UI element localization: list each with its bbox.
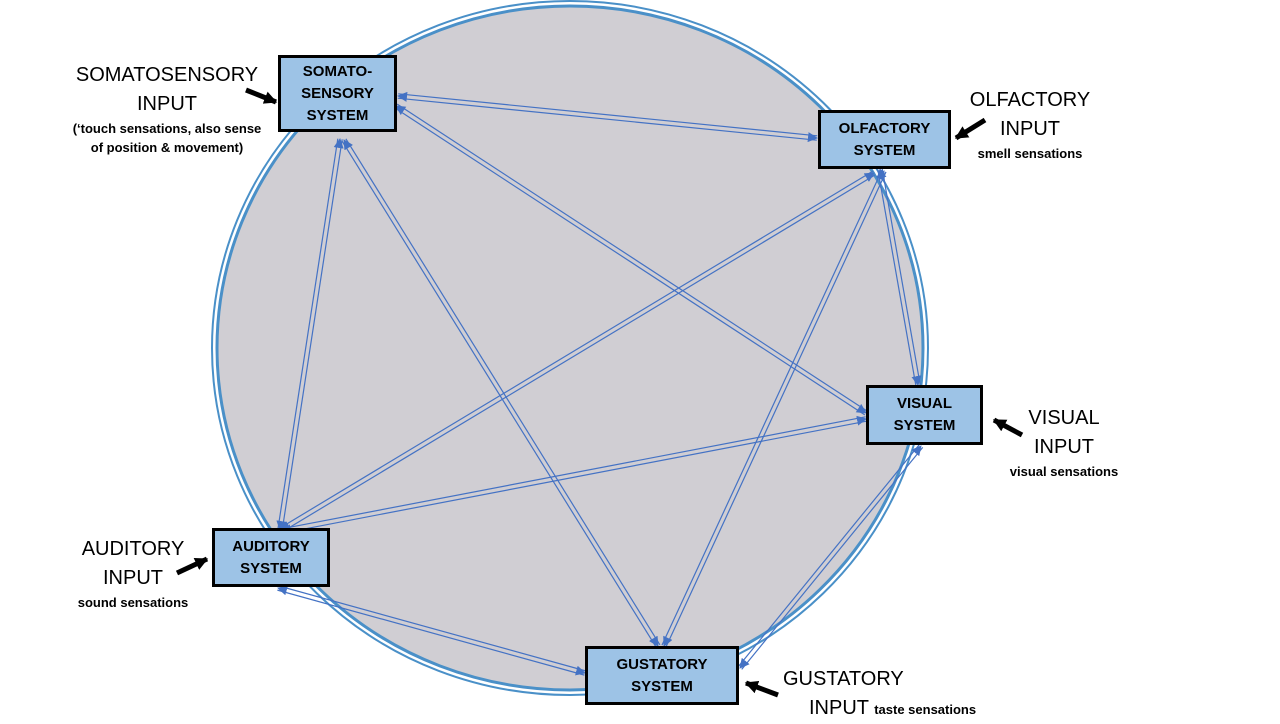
- auditory-system-box[interactable]: AUDITORY SYSTEM: [212, 528, 330, 587]
- somatosensory-input-sub-1: (‘touch sensations, also sense: [72, 121, 262, 136]
- somatosensory-line-2: SENSORY: [301, 84, 374, 102]
- gustatory-input-title-2: INPUT: [809, 697, 869, 719]
- visual-input-label: VISUAL INPUT visual sensations: [1000, 404, 1128, 481]
- visual-input-title-1: VISUAL: [1028, 407, 1100, 429]
- olfactory-input-sub: smell sensations: [977, 146, 1083, 161]
- olfactory-input-label: OLFACTORY INPUT smell sensations: [962, 86, 1098, 163]
- olfactory-line-1: OLFACTORY: [838, 119, 931, 137]
- auditory-input-title-1: AUDITORY: [81, 538, 185, 560]
- gustatory-line-1: GUSTATORY: [616, 655, 708, 673]
- visual-line-2: SYSTEM: [893, 417, 956, 434]
- visual-input-sub: visual sensations: [1009, 464, 1119, 479]
- gustatory-input-sub: taste sensations: [874, 702, 977, 717]
- gustatory-system-box[interactable]: GUSTATORY SYSTEM: [585, 646, 739, 705]
- visual-line-1: VISUAL: [896, 395, 952, 412]
- connection-auditory-gustatory: [277, 585, 586, 676]
- olfactory-line-2: SYSTEM: [853, 141, 916, 159]
- auditory-input-title-2: INPUT: [103, 567, 163, 589]
- olfactory-input-title-2: INPUT: [1000, 118, 1060, 140]
- somatosensory-line-3: SYSTEM: [306, 106, 369, 124]
- auditory-line-1: AUDITORY: [232, 537, 310, 555]
- somatosensory-line-1: SOMATO-: [302, 62, 373, 80]
- gustatory-input-label: GUSTATORY INPUT taste sensations: [783, 665, 993, 724]
- gustatory-line-2: SYSTEM: [631, 677, 693, 695]
- gustatory-input-title-1: GUSTATORY: [783, 668, 904, 690]
- sensory-circle-outer-ring: [211, 0, 929, 696]
- connections-layer: [276, 91, 924, 676]
- visual-system-box[interactable]: VISUAL SYSTEM: [866, 385, 983, 445]
- auditory-input-arrow: [175, 556, 209, 576]
- connection-visual-auditory: [281, 415, 867, 535]
- connection-olfactory-gustatory: [661, 169, 887, 648]
- somatosensory-input-label: SOMATOSENSORY INPUT (‘touch sensations, …: [52, 61, 282, 157]
- olfactory-system-box[interactable]: OLFACTORY SYSTEM: [818, 110, 951, 169]
- olfactory-input-title-1: OLFACTORY: [969, 89, 1091, 111]
- visual-input-title-2: INPUT: [1034, 436, 1094, 458]
- gustatory-input-arrow: [744, 680, 779, 698]
- auditory-line-2: SYSTEM: [240, 559, 302, 577]
- olfactory-input-arrow: [954, 117, 987, 141]
- somatosensory-input-arrow: [245, 87, 278, 105]
- somatosensory-input-title-1: SOMATOSENSORY: [75, 64, 259, 86]
- visual-input-arrow: [992, 417, 1024, 438]
- auditory-input-label: AUDITORY INPUT sound sensations: [60, 535, 206, 612]
- connection-visual-gustatory: [737, 444, 924, 670]
- somatosensory-input-title-2: INPUT: [137, 93, 197, 115]
- somatosensory-system-box[interactable]: SOMATO- SENSORY SYSTEM: [278, 55, 397, 132]
- somatosensory-input-sub-2: of position & movement): [90, 140, 244, 155]
- auditory-input-sub: sound sensations: [77, 595, 189, 610]
